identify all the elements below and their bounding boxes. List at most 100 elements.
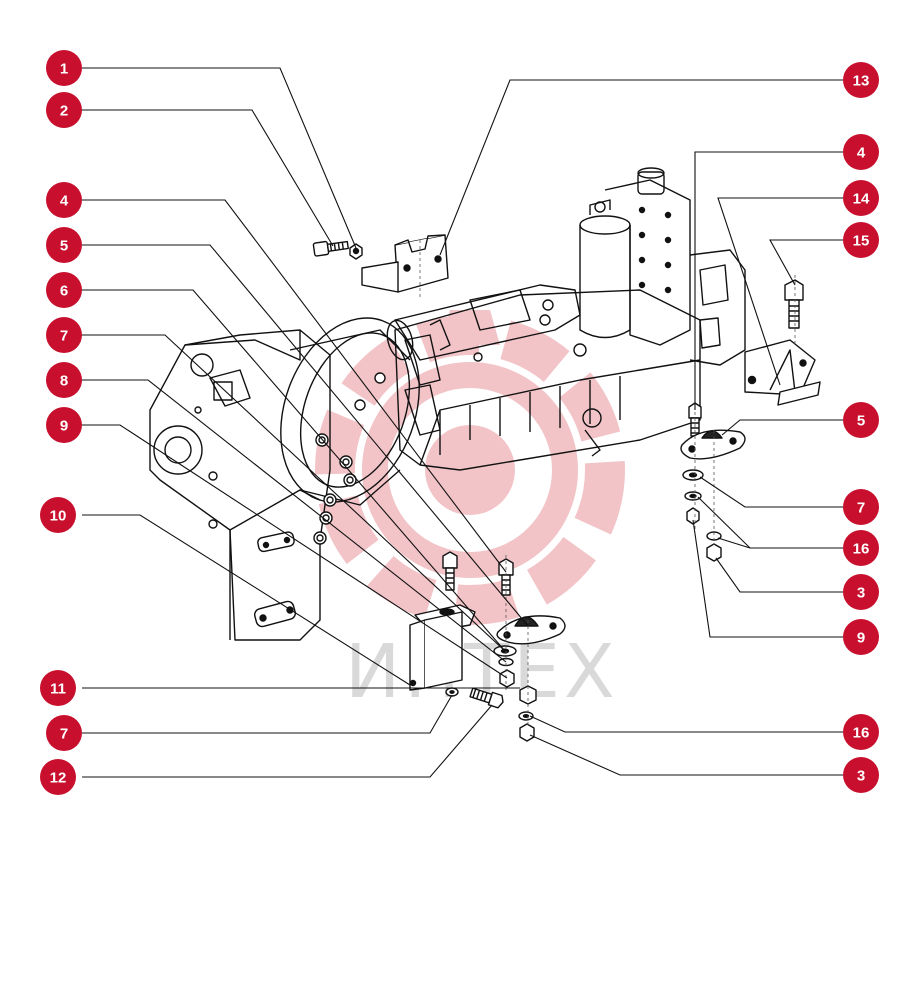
callout-label: 16 — [853, 541, 870, 558]
callout-label: 4 — [857, 145, 866, 162]
callout-circle — [46, 50, 82, 86]
callout-label: 3 — [857, 585, 865, 602]
leader-line-13 — [439, 79, 843, 256]
callout-circle — [843, 222, 879, 258]
callout-c16a: 16 — [843, 530, 879, 566]
callout-label: 4 — [60, 193, 69, 210]
transmission-lower-mount-plate — [254, 600, 296, 628]
rubber-mount-part-5-lower — [496, 615, 566, 645]
callout-label: 7 — [60, 726, 68, 743]
callout-c12: 12 — [40, 759, 76, 795]
leader-line-9a — [82, 424, 508, 679]
callout-label: 16 — [853, 725, 870, 742]
transmission-output-boss — [153, 425, 203, 475]
bell-housing-bolts — [313, 372, 386, 545]
callout-circle — [40, 759, 76, 795]
nut-part-9-right — [686, 507, 700, 525]
engine-block — [394, 289, 701, 471]
callout-circle — [46, 92, 82, 128]
callout-c4a: 4 — [46, 182, 82, 218]
leader-line-3b — [529, 734, 843, 776]
callout-c4b: 4 — [843, 134, 879, 170]
callout-circle — [46, 182, 82, 218]
bell-housing — [280, 317, 420, 506]
watermark-text: ИНТЕХ — [345, 629, 619, 715]
callout-circle — [843, 574, 879, 610]
callout-c6: 6 — [46, 272, 82, 308]
callout-circle — [843, 62, 879, 98]
callout-circle — [46, 715, 82, 751]
bolt-part-2 — [312, 240, 349, 257]
callout-circle — [46, 272, 82, 308]
assembly-axis-lines — [419, 240, 796, 726]
callout-circle — [843, 714, 879, 750]
engine-block-skirt — [419, 359, 701, 466]
callout-c3a: 3 — [843, 574, 879, 610]
bolt-part-12 — [469, 687, 504, 709]
transmission-housing — [149, 329, 331, 641]
callout-circle — [46, 317, 82, 353]
callout-label: 9 — [857, 630, 865, 647]
callout-circle — [46, 227, 82, 263]
shift-lever-block — [213, 381, 233, 401]
callout-circle — [46, 407, 82, 443]
callout-c10: 10 — [40, 497, 76, 533]
callout-label: 7 — [60, 328, 68, 345]
callout-circle — [40, 670, 76, 706]
callout-c13: 13 — [843, 62, 879, 98]
callout-c5b: 5 — [843, 402, 879, 438]
oil-filter — [579, 199, 631, 339]
nut-part-1 — [349, 243, 363, 260]
callout-c16b: 16 — [843, 714, 879, 750]
leader-line-14 — [717, 197, 843, 386]
callout-label: 9 — [60, 418, 68, 435]
shift-shaft-boss — [190, 353, 214, 377]
leader-line-16a-b — [717, 537, 751, 549]
callout-circle — [843, 619, 879, 655]
callout-label: 5 — [857, 413, 865, 430]
callout-label: 7 — [857, 500, 865, 517]
engine-transmission-assembly — [149, 167, 746, 641]
mount-parts — [312, 234, 821, 742]
callout-label: 6 — [60, 283, 68, 300]
leader-line-6 — [82, 289, 506, 652]
callout-c7a: 7 — [46, 317, 82, 353]
coolant-fitting — [582, 408, 602, 428]
nut-part-3-right — [706, 543, 722, 562]
transmission-top-face — [184, 330, 301, 361]
callout-c7b: 7 — [46, 715, 82, 751]
callout-c11: 11 — [40, 670, 76, 706]
leader-line-12 — [82, 704, 493, 778]
callout-c14: 14 — [843, 180, 879, 216]
callout-c3b: 3 — [843, 757, 879, 793]
callout-c7c: 7 — [843, 489, 879, 525]
leader-line-7b — [82, 694, 453, 734]
callout-label: 8 — [60, 373, 68, 390]
callout-circle — [843, 489, 879, 525]
callout-label: 11 — [50, 681, 66, 698]
callout-circle — [843, 402, 879, 438]
callout-label: 3 — [857, 768, 865, 785]
callout-c2: 2 — [46, 92, 82, 128]
gear-watermark-icon — [315, 310, 625, 625]
leader-line-15 — [769, 239, 843, 286]
bolt-part-10 — [442, 551, 458, 591]
callout-label: 15 — [853, 233, 870, 250]
callout-label: 10 — [50, 508, 67, 525]
callout-circle — [843, 134, 879, 170]
leader-lines — [82, 67, 843, 778]
rubber-mount-part-5-right — [680, 429, 746, 460]
callout-label: 12 — [50, 770, 67, 787]
injection-pump — [604, 167, 691, 346]
callout-c8: 8 — [46, 362, 82, 398]
callout-c15: 15 — [843, 222, 879, 258]
leader-line-3a — [715, 557, 843, 593]
nut-part-9-left — [499, 669, 515, 688]
leader-line-9b — [692, 519, 843, 638]
leader-line-4b — [694, 151, 843, 410]
bracket-part-13 — [361, 234, 449, 293]
callout-c9b: 9 — [843, 619, 879, 655]
leader-line-7c — [699, 476, 843, 508]
